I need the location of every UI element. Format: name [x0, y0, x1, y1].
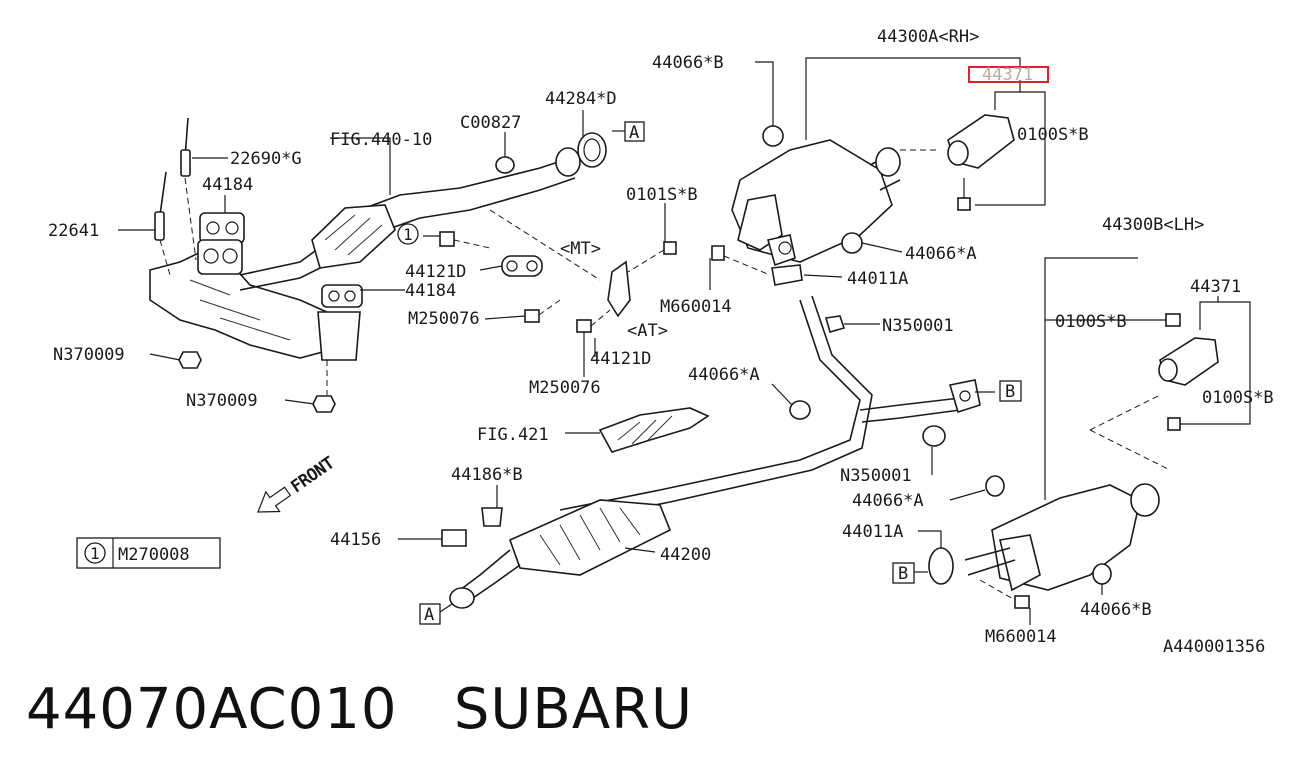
label-44066a-top[interactable]: 44066*A: [905, 244, 977, 264]
label-44066b-top[interactable]: 44066*B: [652, 53, 724, 73]
front-direction-arrow: FRONT: [257, 452, 338, 513]
label-m250076-bot[interactable]: M250076: [529, 378, 601, 398]
rh-muffler-drawing: [711, 114, 1015, 286]
label-figure-id: A440001356: [1163, 637, 1265, 657]
label-n350001-top[interactable]: N350001: [882, 316, 954, 336]
lh-muffler-drawing: [928, 313, 1219, 609]
label-44200[interactable]: 44200: [660, 545, 711, 565]
label-0101sb[interactable]: 0101S*B: [626, 185, 698, 205]
label-fig421[interactable]: FIG.421: [477, 425, 549, 445]
part-number-caption: 44070AC010 SUBARU: [26, 677, 694, 742]
label-44121d-bot[interactable]: 44121D: [590, 349, 651, 369]
label-ref-b-mid[interactable]: B: [1005, 382, 1015, 402]
label-n370009-top[interactable]: N370009: [53, 345, 125, 365]
callout-circle-1: [397, 223, 419, 245]
legend: 1 M270008: [76, 537, 221, 569]
label-0100sb-lh1[interactable]: 0100S*B: [1055, 312, 1127, 332]
label-m660014-top[interactable]: M660014: [660, 297, 732, 317]
ref-box-b-mid: [999, 380, 1022, 402]
exhaust-manifold-drawing: [149, 117, 677, 413]
label-44011a-bot[interactable]: 44011A: [842, 522, 903, 542]
label-c00827[interactable]: C00827: [460, 113, 521, 133]
leader-lines: [118, 57, 1251, 625]
ref-box-a-top: [624, 121, 645, 142]
label-44300a-rh[interactable]: 44300A<RH>: [877, 27, 979, 47]
label-44184-mid[interactable]: 44184: [405, 281, 456, 301]
label-m660014-bot[interactable]: M660014: [985, 627, 1057, 647]
label-n370009-bot[interactable]: N370009: [186, 391, 258, 411]
ref-box-b-bot: [892, 562, 915, 584]
label-44066a-mid[interactable]: 44066*A: [688, 365, 760, 385]
label-44300b-lh[interactable]: 44300B<LH>: [1102, 215, 1204, 235]
highlight-box-44371: [968, 66, 1049, 83]
label-44186b[interactable]: 44186*B: [451, 465, 523, 485]
label-mt[interactable]: <MT>: [560, 239, 601, 259]
ref-box-a-bot: [419, 603, 441, 625]
label-44284d[interactable]: 44284*D: [545, 89, 617, 109]
label-fig440-10[interactable]: FIG.440-10: [330, 130, 432, 150]
label-44371-lh[interactable]: 44371: [1190, 277, 1241, 297]
label-22641[interactable]: 22641: [48, 221, 99, 241]
label-0100sb-top[interactable]: 0100S*B: [1017, 125, 1089, 145]
label-44121d-top[interactable]: 44121D: [405, 262, 466, 282]
legend-circle: [84, 542, 106, 564]
label-ref-b-bot[interactable]: B: [898, 564, 908, 584]
legend-number: 1: [90, 544, 100, 563]
label-m250076-top[interactable]: M250076: [408, 309, 480, 329]
label-ref-a-top[interactable]: A: [629, 123, 639, 143]
label-44184-top[interactable]: 44184: [202, 175, 253, 195]
label-44371-highlighted[interactable]: 44371: [982, 65, 1033, 85]
label-22690g[interactable]: 22690*G: [230, 149, 302, 169]
label-44011a-top[interactable]: 44011A: [847, 269, 908, 289]
label-callout-1[interactable]: 1: [403, 225, 413, 244]
label-at[interactable]: <AT>: [627, 321, 668, 341]
label-front: FRONT: [287, 453, 338, 496]
label-0100sb-lh2[interactable]: 0100S*B: [1202, 388, 1274, 408]
center-pipe-drawing: [441, 295, 981, 609]
label-44066a-bot[interactable]: 44066*A: [852, 491, 924, 511]
label-n350001-bot[interactable]: N350001: [840, 466, 912, 486]
label-44156[interactable]: 44156: [330, 530, 381, 550]
label-ref-a-bot[interactable]: A: [424, 605, 434, 625]
label-44066b-bot[interactable]: 44066*B: [1080, 600, 1152, 620]
legend-code: M270008: [118, 545, 190, 565]
